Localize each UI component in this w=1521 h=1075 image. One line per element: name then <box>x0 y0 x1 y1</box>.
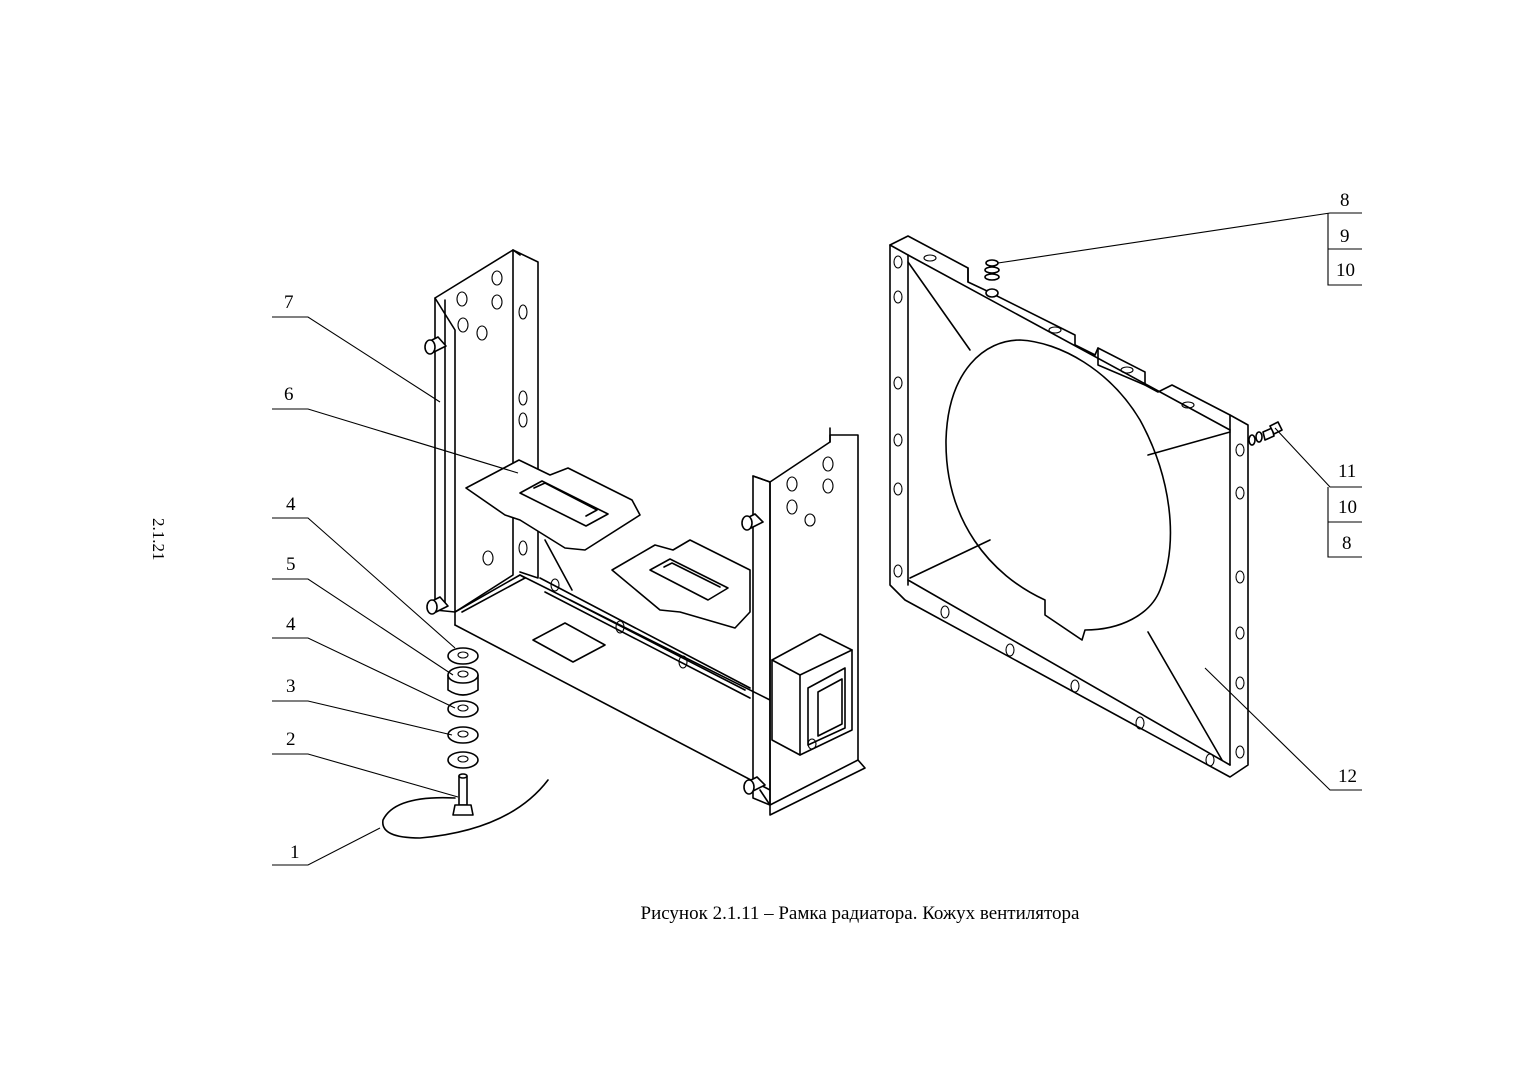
cross-plates <box>465 459 751 629</box>
callout-labels: 7 6 4 5 4 3 2 1 8 9 10 11 10 8 12 <box>284 190 1357 863</box>
callout-3: 3 <box>286 676 296 697</box>
callout-5: 5 <box>286 554 296 575</box>
callout-7: 7 <box>284 292 294 313</box>
callout-11: 11 <box>1338 461 1356 482</box>
figure-caption: Рисунок 2.1.11 – Рамка радиатора. Кожух … <box>640 903 1080 924</box>
radiator-frame <box>382 249 866 839</box>
callout-2: 2 <box>286 729 296 750</box>
callout-6: 6 <box>284 384 294 405</box>
callout-8-bottom: 8 <box>1342 533 1352 554</box>
callout-8-top: 8 <box>1340 190 1350 211</box>
callout-4-upper: 4 <box>286 494 296 515</box>
callout-9: 9 <box>1340 226 1350 247</box>
right-upright-panel <box>741 427 866 816</box>
base-channel <box>454 574 771 791</box>
left-upright-panel <box>424 249 539 615</box>
callout-10-bottom: 10 <box>1338 497 1357 518</box>
part-1-curve <box>382 779 549 839</box>
fan-shroud <box>889 235 1283 778</box>
callout-12: 12 <box>1338 766 1357 787</box>
callout-10-top: 10 <box>1336 260 1355 281</box>
callout-4-lower: 4 <box>286 614 296 635</box>
callout-1: 1 <box>290 842 300 863</box>
mounting-stack <box>447 647 479 816</box>
leader-lines <box>272 212 1362 866</box>
